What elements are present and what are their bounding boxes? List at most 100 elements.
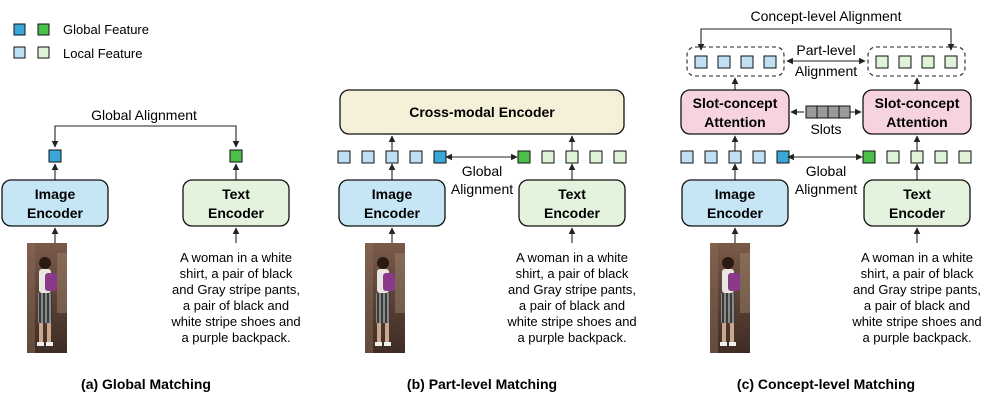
- slot-token: [838, 105, 851, 119]
- panel-c-slot-attention-right-line2: Attention: [886, 114, 947, 130]
- text-token: [862, 150, 876, 164]
- legend-global-label: Global Feature: [63, 22, 149, 37]
- panel-b-alignment-line2: Alignment: [451, 181, 513, 197]
- panel-b-text-encoder-line1: Text: [558, 186, 586, 202]
- text-token: [589, 150, 603, 164]
- panel-b-cross-modal-label: Cross-modal Encoder: [409, 104, 555, 120]
- slot-token: [805, 105, 818, 119]
- panel-a-image-encoder-line1: Image: [35, 186, 76, 202]
- panel-c-text-encoder-line1: Text: [903, 186, 931, 202]
- panel-c-global-alignment-line2: Alignment: [795, 181, 857, 197]
- image-token: [337, 150, 351, 164]
- image-token: [680, 150, 694, 164]
- panel-a-person-photo: [27, 243, 67, 353]
- legend-text-local-swatch: [37, 46, 50, 59]
- description-line: white stripe shoes and: [170, 314, 300, 329]
- panel-c-slot-attention-left-line2: Attention: [704, 114, 765, 130]
- panel-c-slots-label: Slots: [810, 121, 841, 137]
- panel-a-text-encoder: [182, 179, 290, 227]
- description-line: shirt, a pair of black: [861, 266, 974, 281]
- image-token: [385, 150, 399, 164]
- image-token: [409, 150, 423, 164]
- description-line: a purple backpack.: [181, 330, 290, 345]
- description-line: white stripe shoes and: [506, 314, 636, 329]
- panel-c-part-alignment-line1: Part-level: [796, 42, 855, 58]
- description-line: A woman in a white: [516, 250, 628, 265]
- text-token: [613, 150, 627, 164]
- image-concept-token: [763, 55, 777, 69]
- text-token: [565, 150, 579, 164]
- panel-c-concept-alignment-label: Concept-level Alignment: [751, 8, 902, 24]
- panel-c-slot-attention-left: [680, 89, 790, 135]
- panel-a-alignment-label: Global Alignment: [91, 107, 197, 123]
- description-line: a purple backpack.: [517, 330, 626, 345]
- panel-c-slot-attention-right: [862, 89, 972, 135]
- panel-c-text-encoder: [863, 179, 971, 227]
- description-line: and Gray stripe pants,: [853, 282, 981, 297]
- description-line: and Gray stripe pants,: [508, 282, 636, 297]
- panel-b-alignment-line1: Global: [462, 163, 502, 179]
- panel-c-slot-attention-left-line1: Slot-concept: [693, 95, 778, 111]
- description-line: a pair of black and: [864, 298, 970, 313]
- image-token: [776, 150, 790, 164]
- text-token: [934, 150, 948, 164]
- panel-c-text-concept-group: [867, 46, 966, 77]
- panel-b-text-encoder-line2: Encoder: [544, 205, 601, 221]
- image-token: [433, 150, 447, 164]
- panel-b-image-encoder-line2: Encoder: [364, 205, 421, 221]
- panel-c-part-alignment-line2: Alignment: [795, 63, 857, 79]
- description-line: a purple backpack.: [862, 330, 971, 345]
- description-line: a pair of black and: [183, 298, 289, 313]
- description-line: shirt, a pair of black: [516, 266, 629, 281]
- image-token: [728, 150, 742, 164]
- image-token: [704, 150, 718, 164]
- text-token: [910, 150, 924, 164]
- panel-a-image-global-token: [48, 149, 62, 163]
- description-line: white stripe shoes and: [851, 314, 981, 329]
- image-token: [752, 150, 766, 164]
- legend-image-local-swatch: [13, 46, 26, 59]
- panel-a-global-matching: Global Alignment Image Encoder Text Enco…: [1, 107, 301, 392]
- legend-image-global-swatch: [13, 23, 26, 36]
- text-token: [541, 150, 555, 164]
- panel-b-part-level-matching: Cross-modal Encoder Global Alignment Ima…: [337, 89, 637, 392]
- panel-b-person-photo: [365, 243, 405, 353]
- panel-c-slot-attention-right-line1: Slot-concept: [875, 95, 960, 111]
- panel-a-image-encoder-line2: Encoder: [27, 205, 84, 221]
- image-concept-token: [694, 55, 708, 69]
- description-line: and Gray stripe pants,: [172, 282, 300, 297]
- panel-a-text-encoder-line1: Text: [222, 186, 250, 202]
- panel-c-person-photo: [710, 243, 750, 353]
- panel-a-text-encoder-line2: Encoder: [208, 205, 265, 221]
- panel-c-image-encoder-line1: Image: [715, 186, 756, 202]
- panel-b-text-encoder: [518, 179, 626, 227]
- text-token: [958, 150, 972, 164]
- description-line: A woman in a white: [861, 250, 973, 265]
- legend-text-global-swatch: [37, 23, 50, 36]
- image-concept-token: [717, 55, 731, 69]
- image-token: [361, 150, 375, 164]
- panel-b-image-encoder-line1: Image: [372, 186, 413, 202]
- panel-c-global-alignment-line1: Global: [806, 163, 846, 179]
- panel-c-text-encoder-line2: Encoder: [889, 205, 946, 221]
- legend: Global Feature Local Feature: [13, 22, 149, 61]
- panel-b-caption: (b) Part-level Matching: [407, 376, 557, 392]
- panel-c-concept-level-matching: Concept-level Alignment Part-level Align…: [680, 8, 982, 392]
- text-concept-token: [944, 55, 958, 69]
- panel-b-cross-modal-encoder: [339, 89, 625, 135]
- panel-c-caption: (c) Concept-level Matching: [737, 376, 915, 392]
- panel-c-image-concept-group: [686, 46, 785, 77]
- text-token: [517, 150, 531, 164]
- panel-a-text-global-token: [229, 149, 243, 163]
- text-concept-token: [898, 55, 912, 69]
- slot-token: [827, 105, 840, 119]
- panel-b-image-encoder: [338, 179, 446, 227]
- text-token: [886, 150, 900, 164]
- panel-c-image-encoder: [681, 179, 789, 227]
- image-concept-token: [740, 55, 754, 69]
- description-line: A woman in a white: [180, 250, 292, 265]
